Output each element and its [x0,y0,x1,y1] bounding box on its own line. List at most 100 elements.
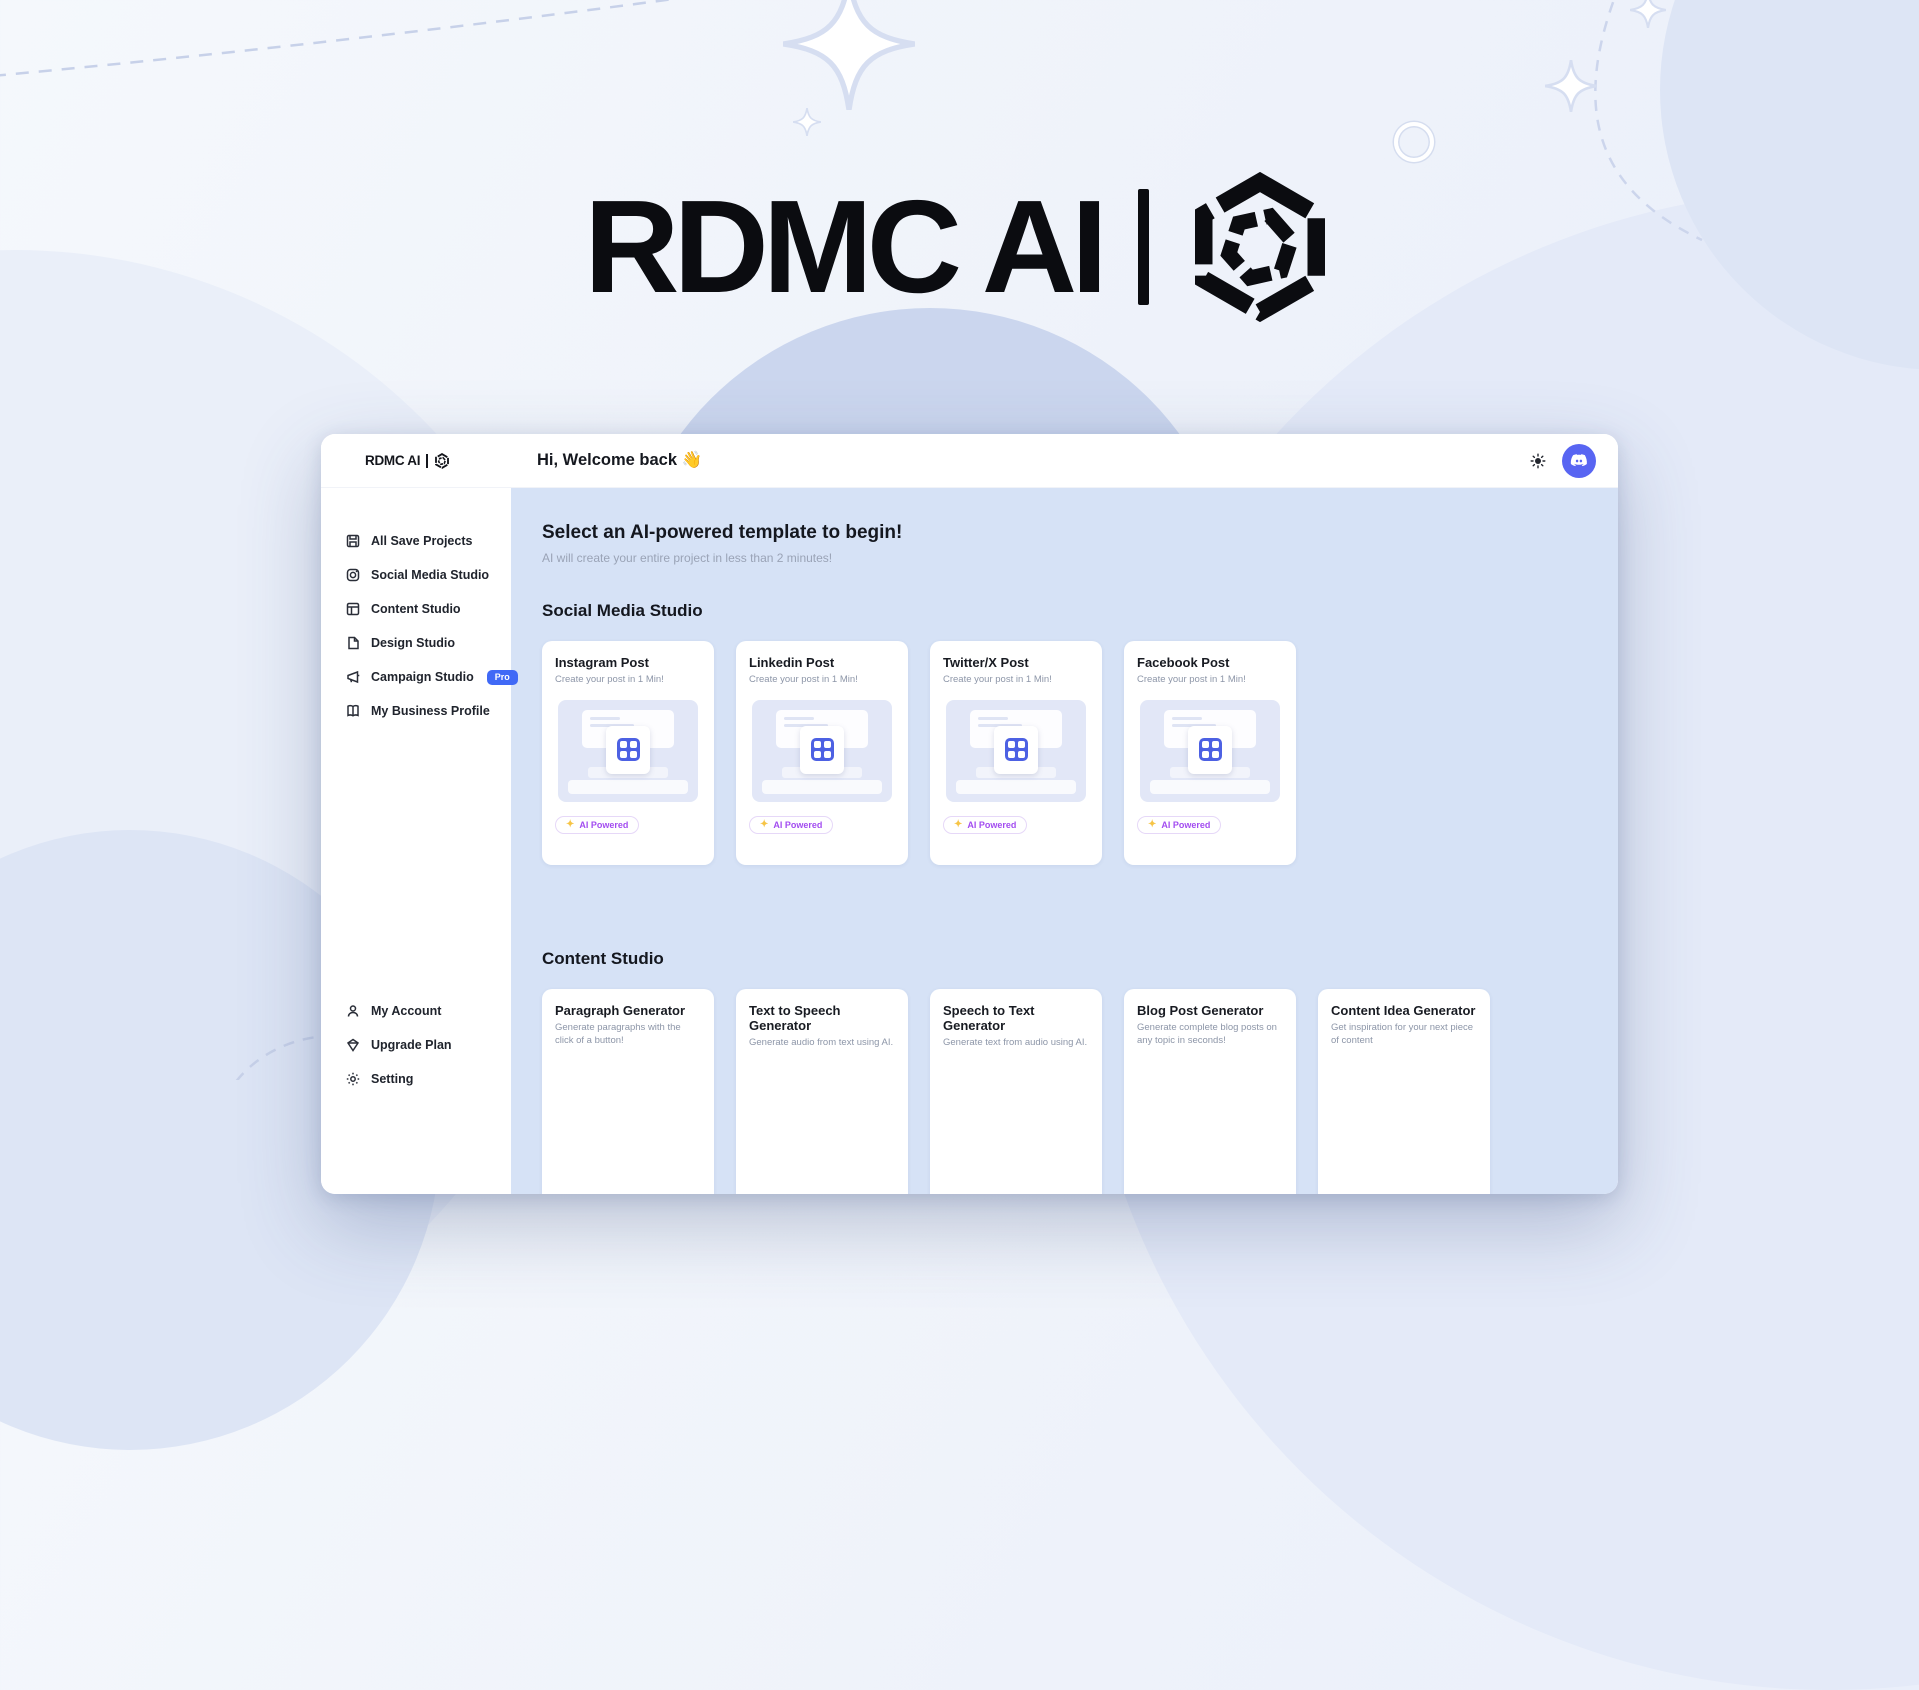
card-illustration [752,699,892,802]
sparkle-star-large [783,0,915,110]
card-description: Generate text from audio using AI. [943,1037,1088,1048]
card-illustration [946,699,1086,802]
sidebar-item-label: Setting [371,1072,414,1086]
hexagon-logo-icon [435,452,450,469]
campaign-studio-icon [345,669,361,685]
sidebar-item-label: Design Studio [371,636,456,650]
ai-powered-badge: ✦ AI Powered [943,815,1028,834]
card-description: Generate audio from text using AI. [749,1037,894,1048]
sidebar-item-design-studio[interactable]: Design Studio [321,626,511,660]
card-description: Create your post in 1 Min! [555,674,664,685]
template-card-blog-post-generator[interactable]: Blog Post Generator Generate complete bl… [1124,989,1296,1194]
sidebar-item-my-account[interactable]: My Account [321,994,511,1028]
titlebar-brand-text: RDMC AI [365,453,421,468]
page-title: Select an AI-powered template to begin! [542,522,903,543]
card-title: Speech to Text Generator [943,1003,1035,1033]
sidebar: All Save Projects Social Media Studio Co… [321,488,518,1194]
template-card-speech-to-text-generator[interactable]: Speech to Text Generator Generate text f… [930,989,1102,1194]
sidebar-item-my-business-profile[interactable]: My Business Profile [321,694,511,728]
pro-badge: Pro [486,669,518,685]
ai-powered-label: AI Powered [1161,819,1211,830]
hero-logo: RDMC AI [0,172,1919,322]
discord-avatar[interactable] [1562,443,1596,478]
sidebar-footer: My Account Upgrade Plan Setting [321,994,511,1096]
ai-powered-badge: ✦ AI Powered [1137,815,1222,834]
card-description: Generate complete blog posts on any topi… [1137,1022,1277,1046]
window-body: All Save Projects Social Media Studio Co… [321,488,1618,1194]
page-subtitle: AI will create your entire project in le… [542,551,833,565]
template-card-facebook-post[interactable]: Facebook Post Create your post in 1 Min!… [1124,641,1296,865]
card-title: Blog Post Generator [1137,1003,1264,1018]
sidebar-nav: All Save Projects Social Media Studio Co… [321,488,518,728]
card-description: Create your post in 1 Min! [943,674,1052,685]
template-card-instagram-post[interactable]: Instagram Post Create your post in 1 Min… [542,641,714,865]
content-studio-icon [345,601,361,617]
card-illustration [1140,699,1280,802]
card-description: Get inspiration for your next piece of c… [1331,1022,1474,1046]
sidebar-item-all-save-projects[interactable]: All Save Projects [321,524,511,558]
sidebar-item-setting[interactable]: Setting [321,1062,511,1096]
sparkle-icon: ✦ [760,818,769,830]
card-description: Create your post in 1 Min! [1137,674,1246,685]
sidebar-item-campaign-studio[interactable]: Campaign Studio Pro [321,660,518,694]
card-description: Create your post in 1 Min! [749,674,858,685]
card-title: Facebook Post [1137,655,1230,670]
settings-icon [345,1071,361,1087]
content-studio-cards: Paragraph Generator Generate paragraphs … [542,989,1590,1194]
circle-decoration [1394,122,1434,162]
card-illustration [558,699,698,802]
sparkle-icon: ✦ [1148,818,1157,830]
titlebar: RDMC AI Hi, Welcome back 👋 [321,434,1618,488]
sparkle-star-top [1630,0,1666,28]
sidebar-item-upgrade-plan[interactable]: Upgrade Plan [321,1028,511,1062]
save-projects-icon [345,533,361,549]
sidebar-item-label: All Save Projects [371,534,473,548]
sparkle-icon: ✦ [954,818,963,830]
section-title-social-media-studio: Social Media Studio [542,601,703,620]
sun-icon [1530,453,1546,468]
titlebar-brand: RDMC AI [321,452,511,469]
business-profile-icon [345,703,361,719]
welcome-greeting: Hi, Welcome back 👋 [537,451,703,469]
template-card-paragraph-generator[interactable]: Paragraph Generator Generate paragraphs … [542,989,714,1194]
ai-powered-label: AI Powered [773,819,823,830]
hexagon-logo-icon [1185,172,1335,322]
account-icon [345,1003,361,1019]
template-card-text-to-speech-generator[interactable]: Text to Speech Generator Generate audio … [736,989,908,1194]
card-title: Linkedin Post [749,655,835,670]
hero-brand-text: RDMC AI [584,173,1108,320]
section-title-content-studio: Content Studio [542,949,664,968]
sidebar-item-label: Social Media Studio [371,568,490,582]
template-card-linkedin-post[interactable]: Linkedin Post Create your post in 1 Min!… [736,641,908,865]
card-description: Generate paragraphs with the click of a … [555,1022,681,1046]
sidebar-item-label: My Account [371,1004,442,1018]
card-title: Content Idea Generator [1331,1003,1476,1018]
upgrade-icon [345,1037,361,1053]
sidebar-item-label: My Business Profile [371,704,490,718]
card-title: Twitter/X Post [943,655,1029,670]
card-title: Paragraph Generator [555,1003,686,1018]
ai-powered-label: AI Powered [967,819,1017,830]
design-studio-icon [345,635,361,651]
social-media-icon [345,567,361,583]
app-window: RDMC AI Hi, Welcome back 👋 [321,434,1618,1194]
template-card-twitter-x-post[interactable]: Twitter/X Post Create your post in 1 Min… [930,641,1102,865]
sidebar-item-label: Campaign Studio [371,670,474,684]
sparkle-icon: ✦ [566,818,575,830]
social-media-cards: Instagram Post Create your post in 1 Min… [542,641,1590,865]
sparkle-star-small [793,108,821,136]
main-content: Select an AI-powered template to begin! … [511,488,1618,1194]
template-card-content-idea-generator[interactable]: Content Idea Generator Get inspiration f… [1318,989,1490,1194]
sidebar-item-label: Content Studio [371,602,461,616]
hero-separator-bar [1137,189,1149,305]
ai-powered-badge: ✦AI Powered [555,815,640,834]
titlebar-actions [1530,443,1618,478]
sidebar-item-content-studio[interactable]: Content Studio [321,592,511,626]
titlebar-brand-separator [426,453,429,468]
sidebar-item-social-media-studio[interactable]: Social Media Studio [321,558,511,592]
card-title: Instagram Post [555,655,649,670]
ai-powered-badge: ✦ AI Powered [749,815,834,834]
theme-toggle-button[interactable] [1530,453,1546,469]
card-title: Text to Speech Generator [749,1003,841,1033]
sidebar-item-label: Upgrade Plan [371,1038,452,1052]
